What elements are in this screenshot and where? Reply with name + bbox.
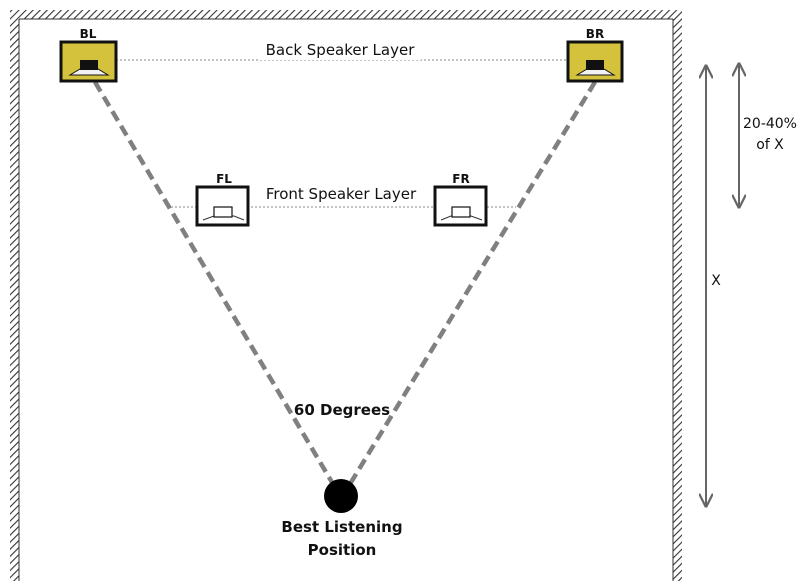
right-sightline [348, 80, 597, 486]
wall-right [673, 10, 682, 581]
speaker-bl-icon [68, 60, 110, 76]
speaker-fr-icon [440, 206, 483, 221]
speaker-br: BR [566, 27, 624, 83]
dimension-label-offset-line2: of X [756, 137, 784, 153]
speaker-bl-label: BL [80, 27, 97, 41]
speaker-bl: BL [59, 27, 118, 83]
speaker-fl: FL [195, 172, 250, 227]
speaker-br-icon [575, 60, 616, 76]
speaker-fl-icon [202, 206, 245, 221]
speaker-fl-label: FL [216, 172, 232, 186]
room-walls [10, 10, 682, 581]
angle-label: 60 Degrees [294, 401, 390, 419]
left-sightline [93, 80, 335, 486]
speaker-fr-label: FR [452, 172, 469, 186]
front-layer-label: Front Speaker Layer [266, 185, 417, 203]
dimension-label-offset-line1: 20-40% [743, 116, 797, 132]
speaker-br-label: BR [586, 27, 604, 41]
wall-top [10, 10, 682, 19]
listener-dot [324, 479, 358, 513]
speaker-fr: FR [433, 172, 488, 227]
wall-left [10, 10, 19, 581]
back-layer-label: Back Speaker Layer [266, 41, 416, 59]
dimension-label-x: X [711, 273, 721, 289]
listener-label-line1: Best Listening [281, 518, 402, 536]
listener-label-line2: Position [308, 541, 377, 559]
